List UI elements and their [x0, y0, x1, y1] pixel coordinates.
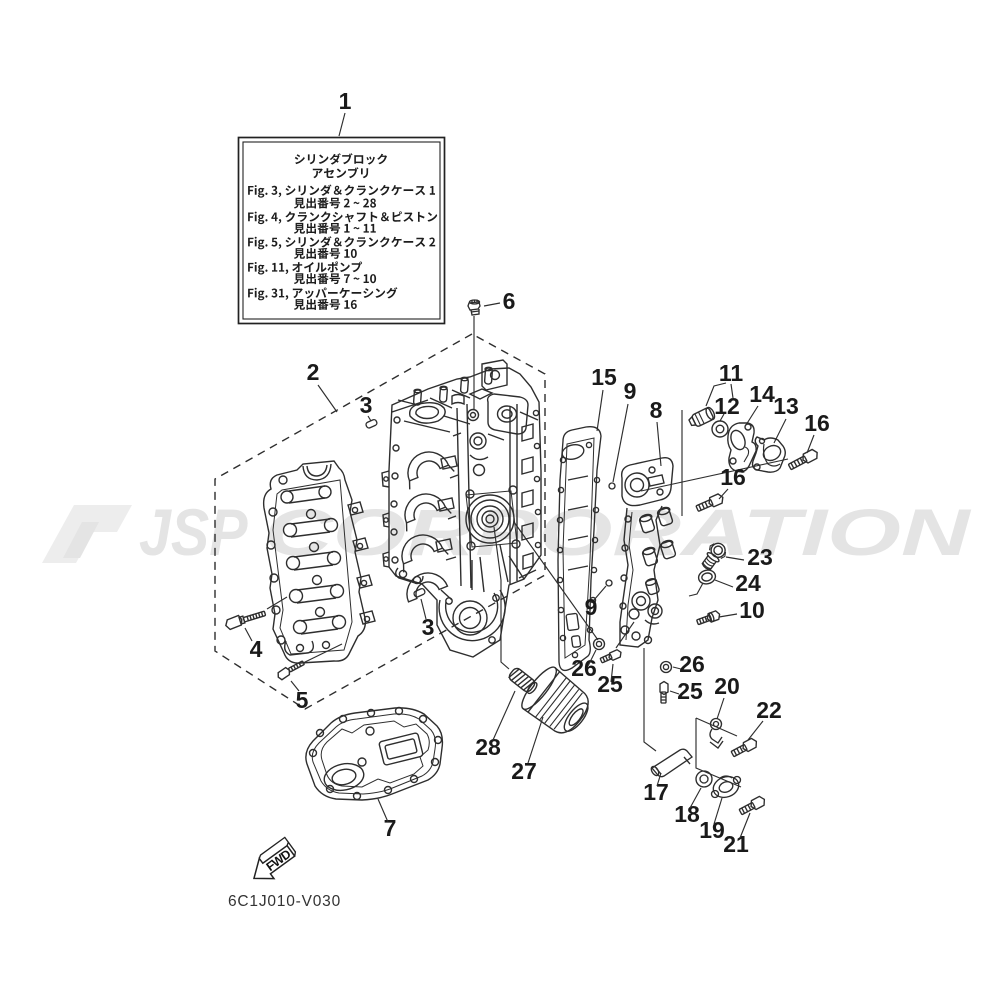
- svg-text:21: 21: [723, 831, 749, 857]
- svg-text:4: 4: [250, 636, 263, 662]
- svg-text:22: 22: [756, 697, 782, 723]
- svg-text:16: 16: [804, 410, 830, 436]
- svg-text:14: 14: [749, 381, 775, 407]
- svg-text:9: 9: [624, 378, 637, 404]
- svg-text:5: 5: [296, 687, 309, 713]
- svg-text:16: 16: [720, 464, 746, 490]
- svg-text:15: 15: [591, 364, 617, 390]
- svg-text:17: 17: [643, 779, 669, 805]
- svg-text:27: 27: [511, 758, 537, 784]
- svg-text:25: 25: [597, 671, 623, 697]
- svg-text:3: 3: [360, 392, 373, 418]
- svg-text:9: 9: [585, 594, 598, 620]
- svg-text:3: 3: [422, 614, 435, 640]
- svg-text:2: 2: [307, 359, 320, 385]
- svg-text:JSP: JSP: [139, 496, 248, 570]
- svg-text:24: 24: [735, 570, 761, 596]
- svg-text:25: 25: [677, 678, 703, 704]
- svg-text:8: 8: [650, 397, 663, 423]
- svg-text:18: 18: [674, 801, 700, 827]
- svg-text:11: 11: [719, 360, 744, 386]
- svg-text:19: 19: [699, 817, 725, 843]
- svg-text:6C1J010-V030: 6C1J010-V030: [228, 893, 341, 910]
- svg-text:6: 6: [503, 288, 516, 314]
- svg-text:CORPORATION: CORPORATION: [264, 496, 972, 569]
- svg-text:10: 10: [739, 597, 765, 623]
- svg-text:12: 12: [714, 393, 740, 419]
- svg-text:20: 20: [714, 673, 740, 699]
- svg-text:23: 23: [747, 544, 773, 570]
- svg-text:7: 7: [384, 815, 397, 841]
- svg-text:13: 13: [773, 393, 799, 419]
- svg-text:26: 26: [571, 655, 597, 681]
- svg-text:1: 1: [339, 88, 352, 114]
- svg-text:26: 26: [679, 651, 705, 677]
- svg-text:28: 28: [475, 734, 501, 760]
